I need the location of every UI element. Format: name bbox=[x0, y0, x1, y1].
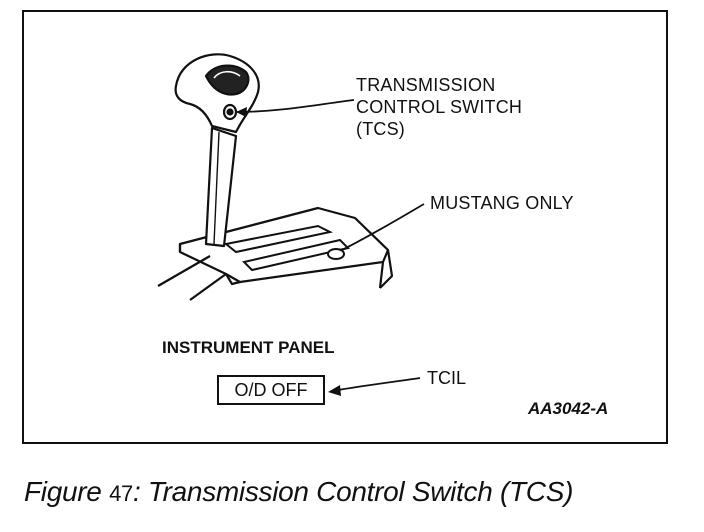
leader-arrowheads bbox=[236, 107, 341, 396]
tcs-callout-line-1: TRANSMISSION bbox=[356, 75, 496, 95]
mustang-switch bbox=[327, 248, 345, 260]
shift-gate-slots bbox=[223, 224, 350, 272]
figure-frame bbox=[22, 10, 668, 444]
od-off-indicator: O/D OFF bbox=[217, 375, 325, 405]
tcil-callout: TCIL bbox=[427, 368, 467, 388]
shifter-lever bbox=[204, 126, 238, 248]
tcs-callout-line-3: (TCS) bbox=[356, 119, 405, 139]
mustang-callout: MUSTANG ONLY bbox=[430, 193, 574, 213]
tcil-leader-line bbox=[337, 377, 421, 391]
tcs-leader-line bbox=[235, 99, 355, 113]
caption-number: 47 bbox=[109, 481, 133, 506]
caption-prefix: Figure bbox=[24, 476, 102, 507]
tcil-arrowhead bbox=[328, 385, 341, 396]
tcs-arrowhead bbox=[236, 107, 247, 117]
shifter-handle bbox=[174, 53, 260, 134]
caption-text: : Transmission Control Switch (TCS) bbox=[132, 476, 574, 507]
console-base bbox=[157, 206, 394, 301]
reference-code: AA3042-A bbox=[528, 399, 609, 418]
instrument-panel-heading: INSTRUMENT PANEL bbox=[162, 338, 335, 357]
leader-lines bbox=[235, 99, 425, 391]
figure-caption: Figure 47: Transmission Control Switch (… bbox=[24, 476, 573, 508]
mustang-leader-line bbox=[341, 203, 425, 251]
tcs-callout: TRANSMISSION CONTROL SWITCH (TCS) bbox=[356, 74, 522, 140]
tcs-callout-line-2: CONTROL SWITCH bbox=[356, 97, 523, 117]
